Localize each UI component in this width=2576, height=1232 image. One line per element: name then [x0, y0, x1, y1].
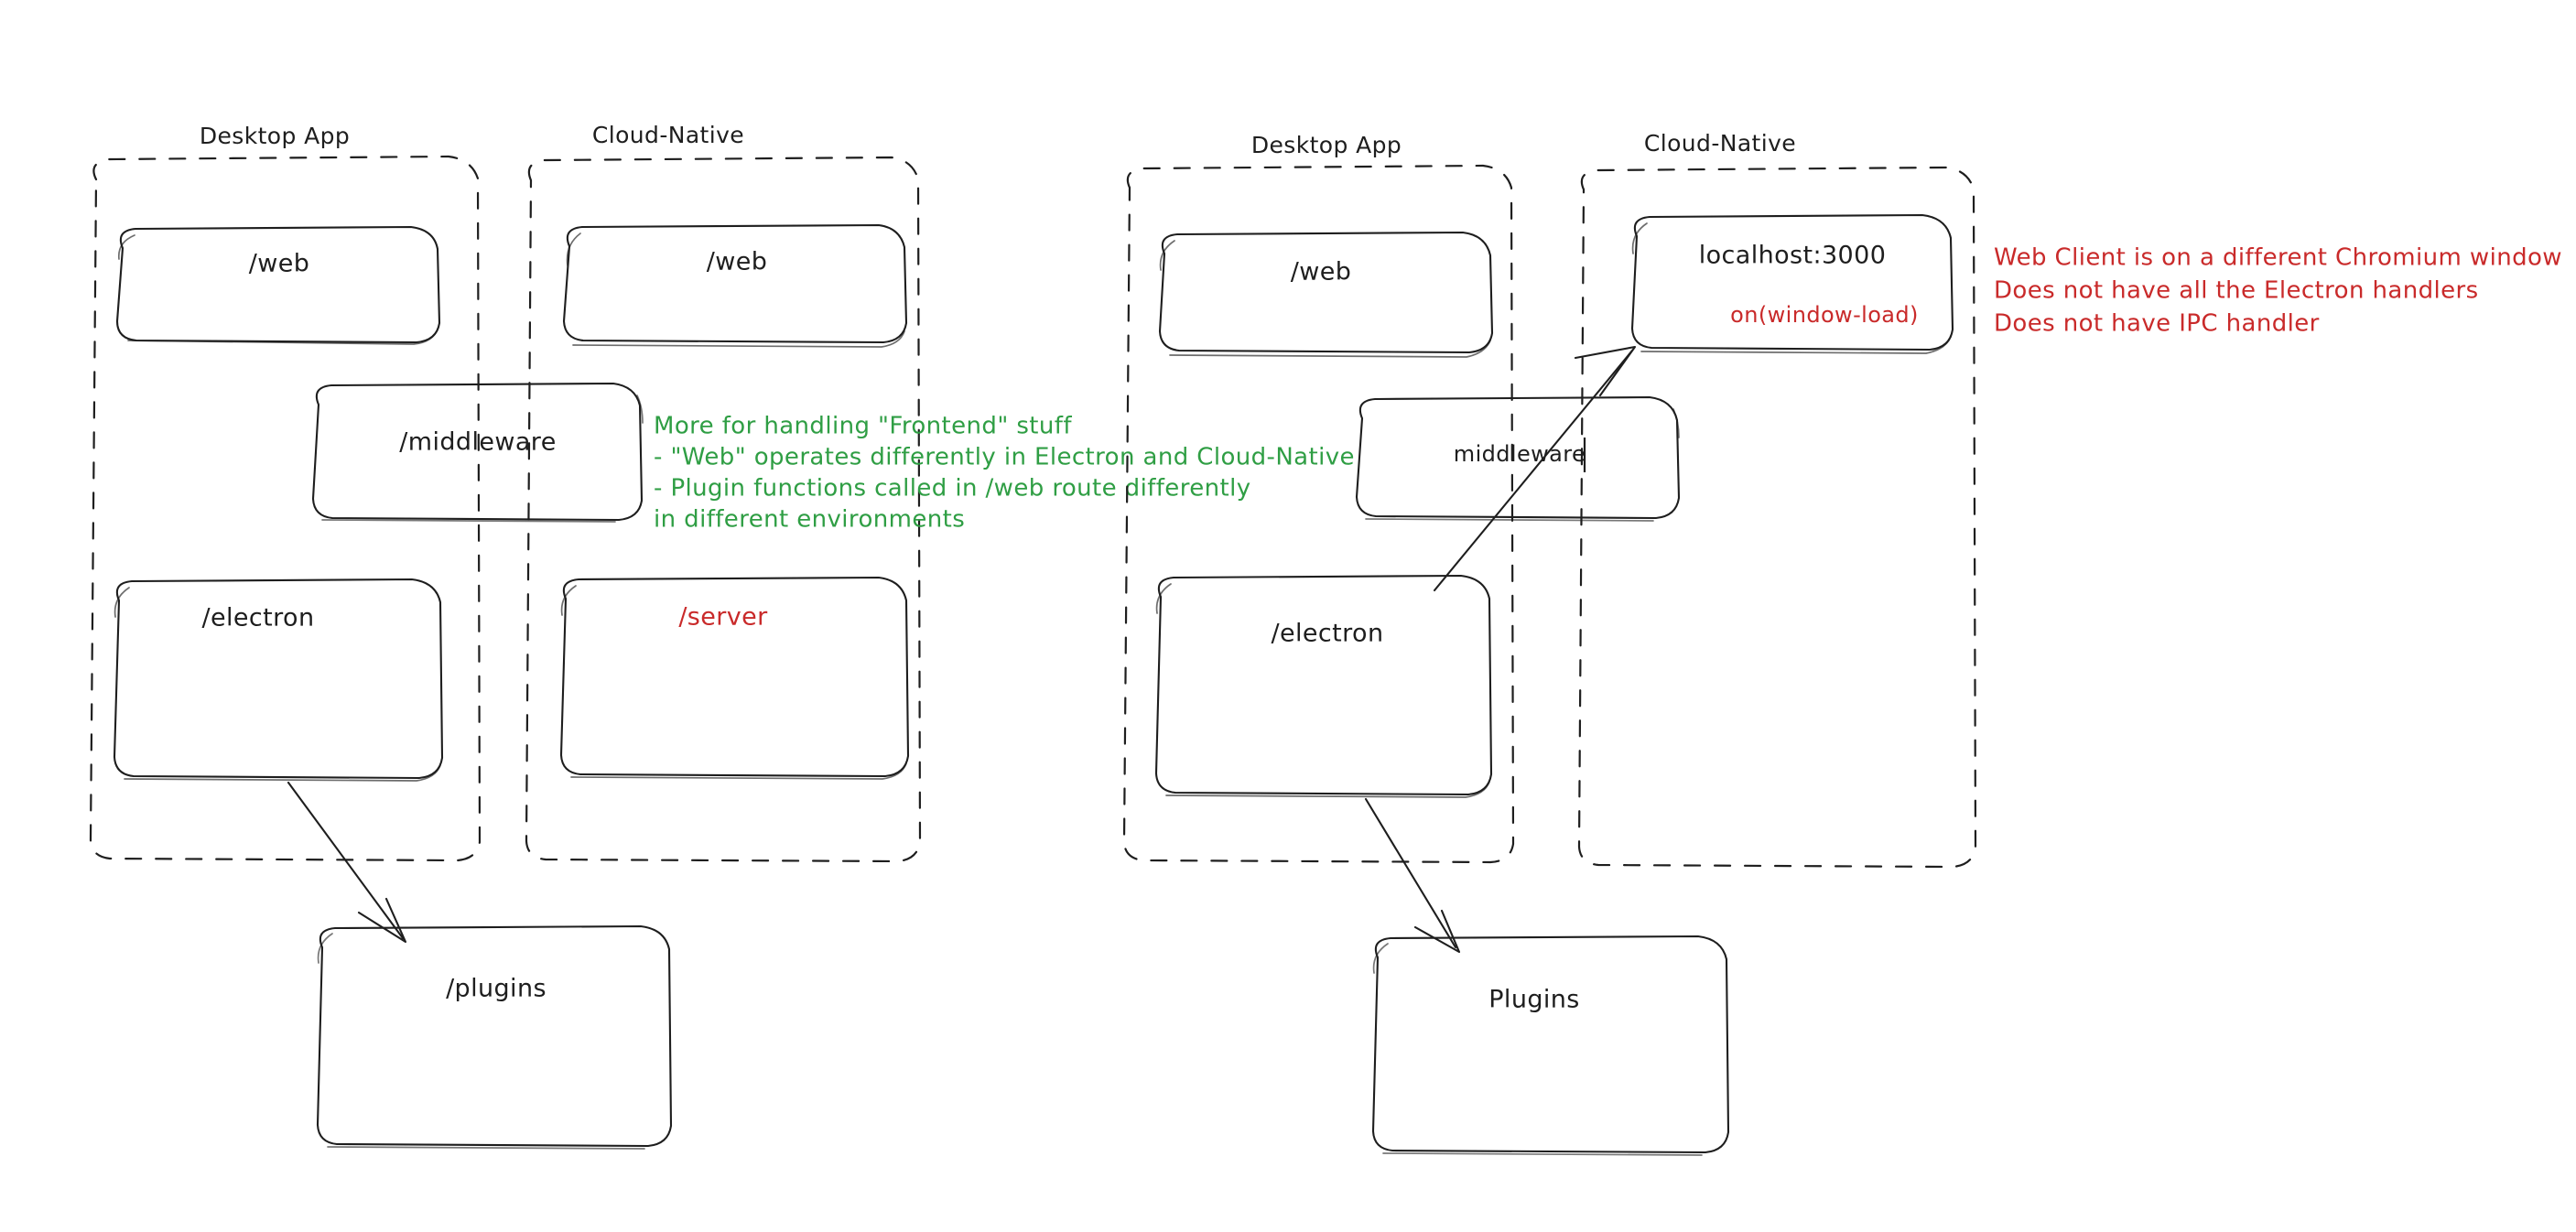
arrow-right-electron-to-plugins	[1364, 797, 1461, 954]
arrow-right-electron-to-localhost	[1433, 345, 1637, 592]
node-label-right-desktop-web: /web	[1291, 258, 1352, 286]
node-sublabel-right-localhost-on-window-load: on(window-load)	[1730, 302, 1919, 328]
annotation-green-note: More for handling "Frontend" stuff - "We…	[654, 413, 1355, 534]
group-box-right-desktop-app	[1122, 164, 1515, 864]
green-note-line-1: More for handling "Frontend" stuff	[654, 413, 1072, 440]
node-right-desktop-web[interactable]: /web	[1158, 231, 1494, 358]
node-label-right-localhost: localhost:3000	[1699, 242, 1887, 270]
green-note-line-4: in different environments	[654, 506, 965, 534]
node-left-plugins[interactable]: /plugins	[316, 924, 673, 1150]
group-label-left-desktop-app: Desktop App	[200, 123, 350, 149]
node-label-left-electron: /electron	[202, 604, 315, 632]
node-left-electron[interactable]: /electron	[113, 578, 444, 782]
annotation-red-note: Web Client is on a different Chromium wi…	[1994, 244, 2562, 338]
group-box-left-desktop-app	[89, 155, 482, 862]
node-label-right-electron: /electron	[1272, 620, 1384, 648]
node-label-left-middleware: /middleware	[399, 428, 556, 457]
node-right-electron[interactable]: /electron	[1154, 574, 1493, 798]
node-label-left-plugins: /plugins	[446, 975, 547, 1003]
green-note-line-2: - "Web" operates differently in Electron…	[654, 444, 1355, 471]
red-note-line-3: Does not have IPC handler	[1994, 310, 2320, 338]
arrow-left-electron-to-plugins	[287, 781, 407, 944]
red-note-line-2: Does not have all the Electron handlers	[1994, 277, 2479, 305]
green-note-line-3: - Plugin functions called in /web route …	[654, 475, 1251, 503]
node-label-right-middleware: middleware	[1454, 441, 1586, 467]
node-label-right-plugins: Plugins	[1488, 986, 1580, 1014]
red-note-line-1: Web Client is on a different Chromium wi…	[1994, 244, 2562, 272]
node-label-left-cloud-web: /web	[707, 248, 768, 276]
node-left-cloud-web[interactable]: /web	[562, 223, 908, 348]
node-left-server[interactable]: /server	[559, 576, 910, 780]
node-right-middleware[interactable]: middleware	[1355, 395, 1681, 522]
group-label-left-cloud-native: Cloud-Native	[592, 122, 744, 148]
group-label-right-desktop-app: Desktop App	[1251, 132, 1402, 158]
node-right-plugins[interactable]: Plugins	[1371, 935, 1730, 1156]
node-label-left-server: /server	[678, 603, 768, 632]
node-left-middleware[interactable]: /middleware	[311, 382, 644, 523]
node-left-desktop-web[interactable]: /web	[115, 225, 441, 345]
group-label-right-cloud-native: Cloud-Native	[1644, 130, 1796, 157]
node-right-localhost[interactable]: localhost:3000 on(window-load)	[1630, 213, 1954, 354]
node-label-left-desktop-web: /web	[249, 250, 310, 278]
